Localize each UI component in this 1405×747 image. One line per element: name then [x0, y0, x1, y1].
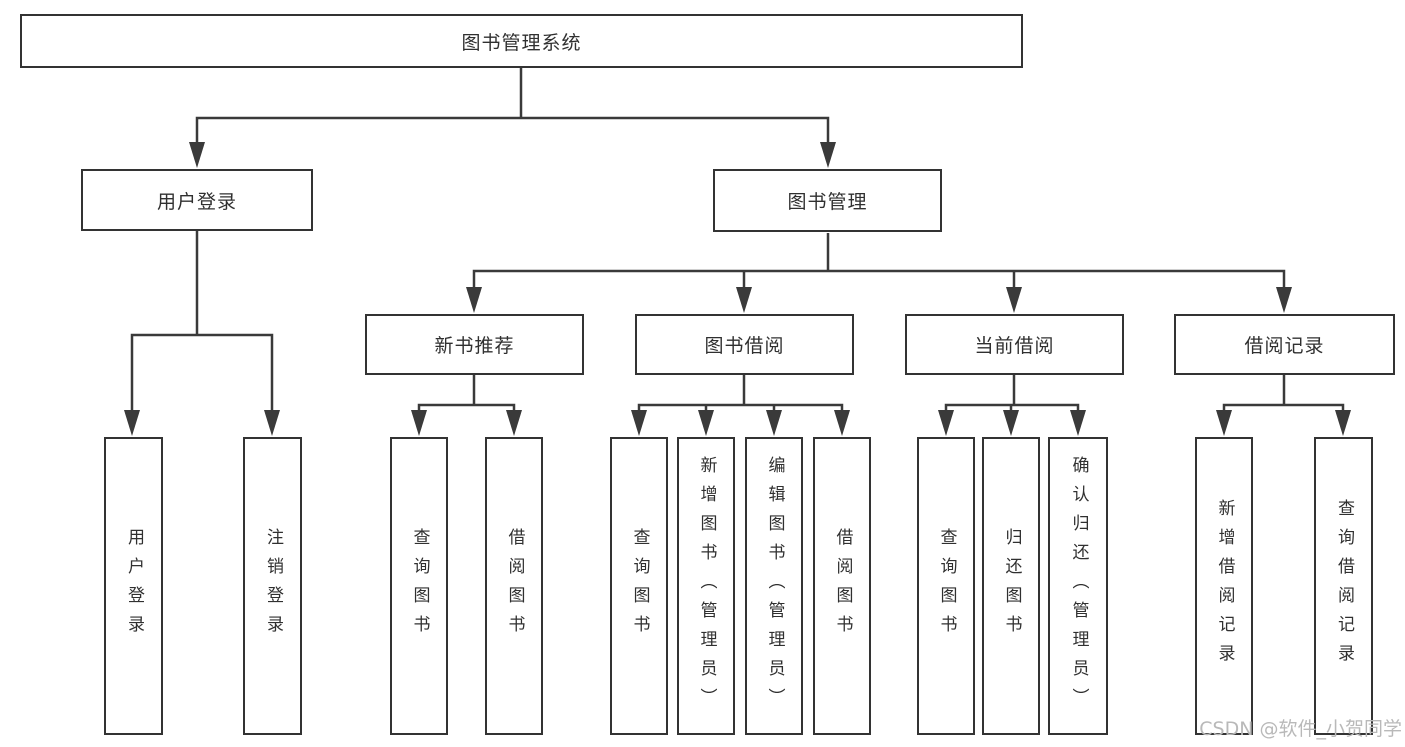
leaf-add-books-admin: 新增图书（管理员） [677, 437, 735, 735]
node-new-book-recommendation: 新书推荐 [365, 314, 584, 375]
arrowheads [124, 142, 1351, 436]
connector-paths [130, 68, 1345, 412]
leaf-edit-books-admin: 编辑图书（管理员） [745, 437, 803, 735]
node-label: 借阅记录 [1244, 335, 1325, 357]
node-label: 新增图书（管理员） [696, 455, 717, 717]
csdn-watermark: CSDN @软件_小贺同学 [1199, 718, 1402, 740]
node-label: 图书管理系统 [461, 31, 582, 54]
leaf-add-borrow-record: 新增借阅记录 [1195, 437, 1253, 735]
node-label: 查询图书 [936, 528, 957, 644]
node-label: 注销登录 [263, 528, 283, 644]
node-label: 图书借阅 [704, 335, 785, 357]
leaf-query-books-current: 查询图书 [917, 437, 975, 735]
node-book-management: 图书管理 [713, 169, 942, 232]
leaf-user-login: 用户登录 [104, 437, 163, 735]
node-label: 新书推荐 [434, 335, 515, 357]
leaf-query-borrow-record: 查询借阅记录 [1314, 437, 1373, 735]
node-label: 用户登录 [156, 190, 237, 213]
node-label: 查询图书 [409, 528, 430, 644]
node-borrowing-records: 借阅记录 [1174, 314, 1395, 375]
node-label: 归还图书 [1001, 528, 1022, 644]
leaf-return-books: 归还图书 [982, 437, 1040, 735]
node-label: 图书管理 [787, 191, 868, 213]
leaf-logout: 注销登录 [243, 437, 302, 735]
node-label: 借阅图书 [832, 528, 853, 644]
leaf-query-books-recommend: 查询图书 [390, 437, 448, 735]
leaf-query-books-borrow: 查询图书 [610, 437, 668, 735]
node-current-borrowing: 当前借阅 [905, 314, 1124, 375]
node-user-login: 用户登录 [81, 169, 313, 231]
node-label: 当前借阅 [974, 335, 1055, 357]
node-label: 用户登录 [124, 528, 144, 644]
node-library-management-system: 图书管理系统 [20, 14, 1023, 68]
node-book-borrowing: 图书借阅 [635, 314, 854, 375]
node-label: 新增借阅记录 [1214, 499, 1235, 673]
node-label: 查询图书 [629, 528, 650, 644]
node-label: 编辑图书（管理员） [764, 455, 785, 717]
leaf-confirm-return-admin: 确认归还（管理员） [1048, 437, 1108, 735]
node-label: 确认归还（管理员） [1068, 455, 1089, 717]
leaf-borrow-books: 借阅图书 [813, 437, 871, 735]
leaf-borrow-books-recommend: 借阅图书 [485, 437, 543, 735]
node-label: 查询借阅记录 [1334, 499, 1354, 673]
node-label: 借阅图书 [504, 528, 525, 644]
